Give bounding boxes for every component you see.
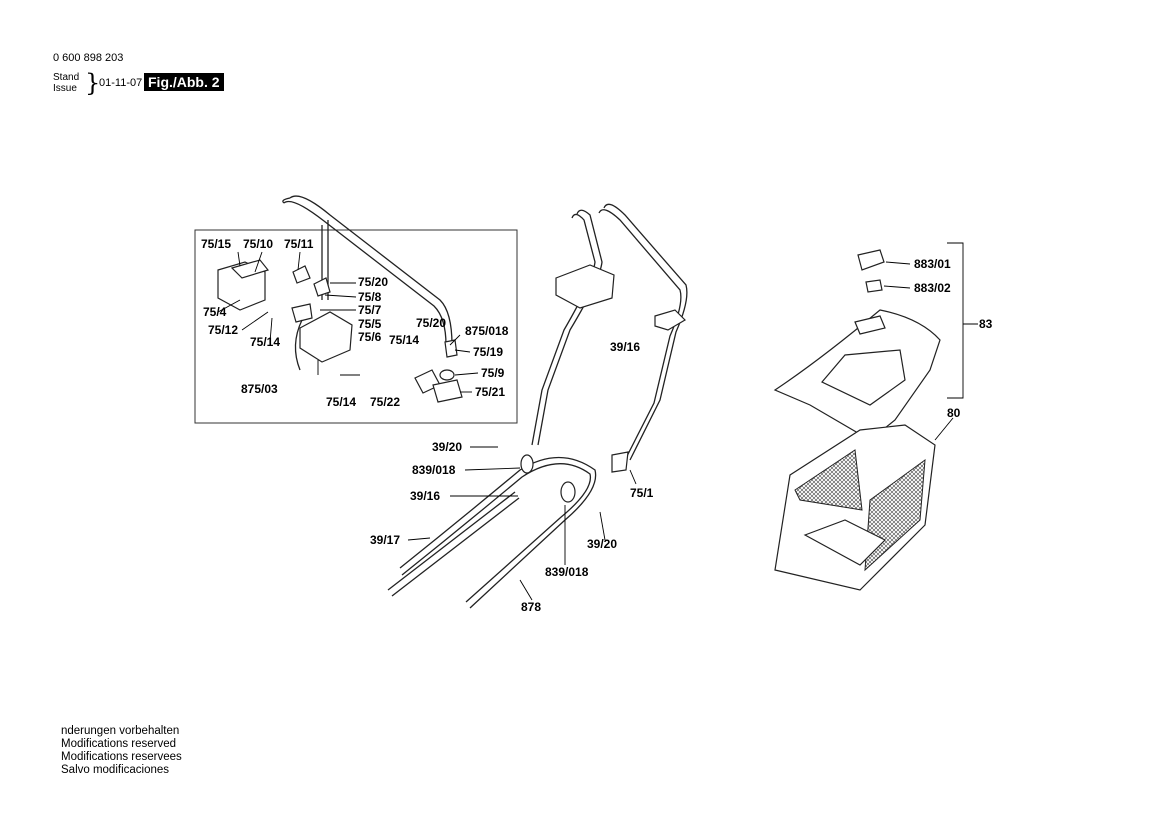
stand-text: Stand <box>53 72 80 83</box>
label-839-018a: 839/018 <box>412 463 456 477</box>
part-labels: 75/15 75/10 75/11 75/20 75/8 75/7 75/5 7… <box>201 237 993 614</box>
issue-text: Issue <box>53 83 77 94</box>
label-75-14c: 75/14 <box>326 395 356 409</box>
label-883-01: 883/01 <box>914 257 951 271</box>
label-883-02: 883/02 <box>914 281 951 295</box>
detail-inset-box <box>194 229 518 424</box>
label-75-11: 75/11 <box>284 237 314 251</box>
label-75-21: 75/21 <box>475 385 505 399</box>
label-75-20a: 75/20 <box>358 275 388 289</box>
label-75-12: 75/12 <box>208 323 238 337</box>
label-875-03: 875/03 <box>241 382 278 396</box>
label-75-8: 75/8 <box>358 290 382 304</box>
label-39-17: 39/17 <box>370 533 400 547</box>
label-75-20b: 75/20 <box>416 316 446 330</box>
label-75-9: 75/9 <box>481 366 505 380</box>
document-number: 0 600 898 203 <box>53 52 124 64</box>
label-39-20a: 39/20 <box>432 440 462 454</box>
label-39-16a: 39/16 <box>610 340 640 354</box>
label-75-7: 75/7 <box>358 303 382 317</box>
label-75-6: 75/6 <box>358 330 382 344</box>
label-75-19: 75/19 <box>473 345 503 359</box>
footer-notes: nderungen vorbehalten Modifications rese… <box>61 725 182 777</box>
label-75-22: 75/22 <box>370 395 400 409</box>
footer-line-es: Salvo modificaciones <box>61 764 170 776</box>
bracket-83 <box>947 242 978 399</box>
footer-line-fr: Modifications reservees <box>61 751 182 763</box>
footer-line-de: nderungen vorbehalten <box>61 725 180 737</box>
label-875-018: 875/018 <box>465 324 509 338</box>
stand-issue-label: Stand Issue <box>53 72 79 94</box>
lower-handle-assembly <box>387 203 688 609</box>
brace-glyph: } <box>85 69 101 97</box>
label-75-15: 75/15 <box>201 237 231 251</box>
label-75-5: 75/5 <box>358 317 382 331</box>
label-75-10: 75/10 <box>243 237 273 251</box>
figure-label: Fig./Abb. 2 <box>144 73 224 91</box>
label-75-4: 75/4 <box>203 305 227 319</box>
clip-883-01 <box>857 249 885 271</box>
label-83: 83 <box>979 317 993 331</box>
clip-883-02 <box>865 279 883 293</box>
label-839-018b: 839/018 <box>545 565 589 579</box>
label-39-20b: 39/20 <box>587 537 617 551</box>
grass-catcher <box>773 309 941 591</box>
upper-handle-assembly <box>282 195 453 346</box>
issue-date: 01-11-07 <box>99 77 143 89</box>
label-75-14b: 75/14 <box>389 333 419 347</box>
label-75-14a: 75/14 <box>250 335 280 349</box>
footer-line-en: Modifications reserved <box>61 738 177 750</box>
label-878: 878 <box>521 600 541 614</box>
leader-lines <box>217 251 954 601</box>
switch-housing-parts <box>217 259 463 403</box>
label-39-16b: 39/16 <box>410 489 440 503</box>
label-80: 80 <box>947 406 961 420</box>
label-75-1: 75/1 <box>630 486 654 500</box>
